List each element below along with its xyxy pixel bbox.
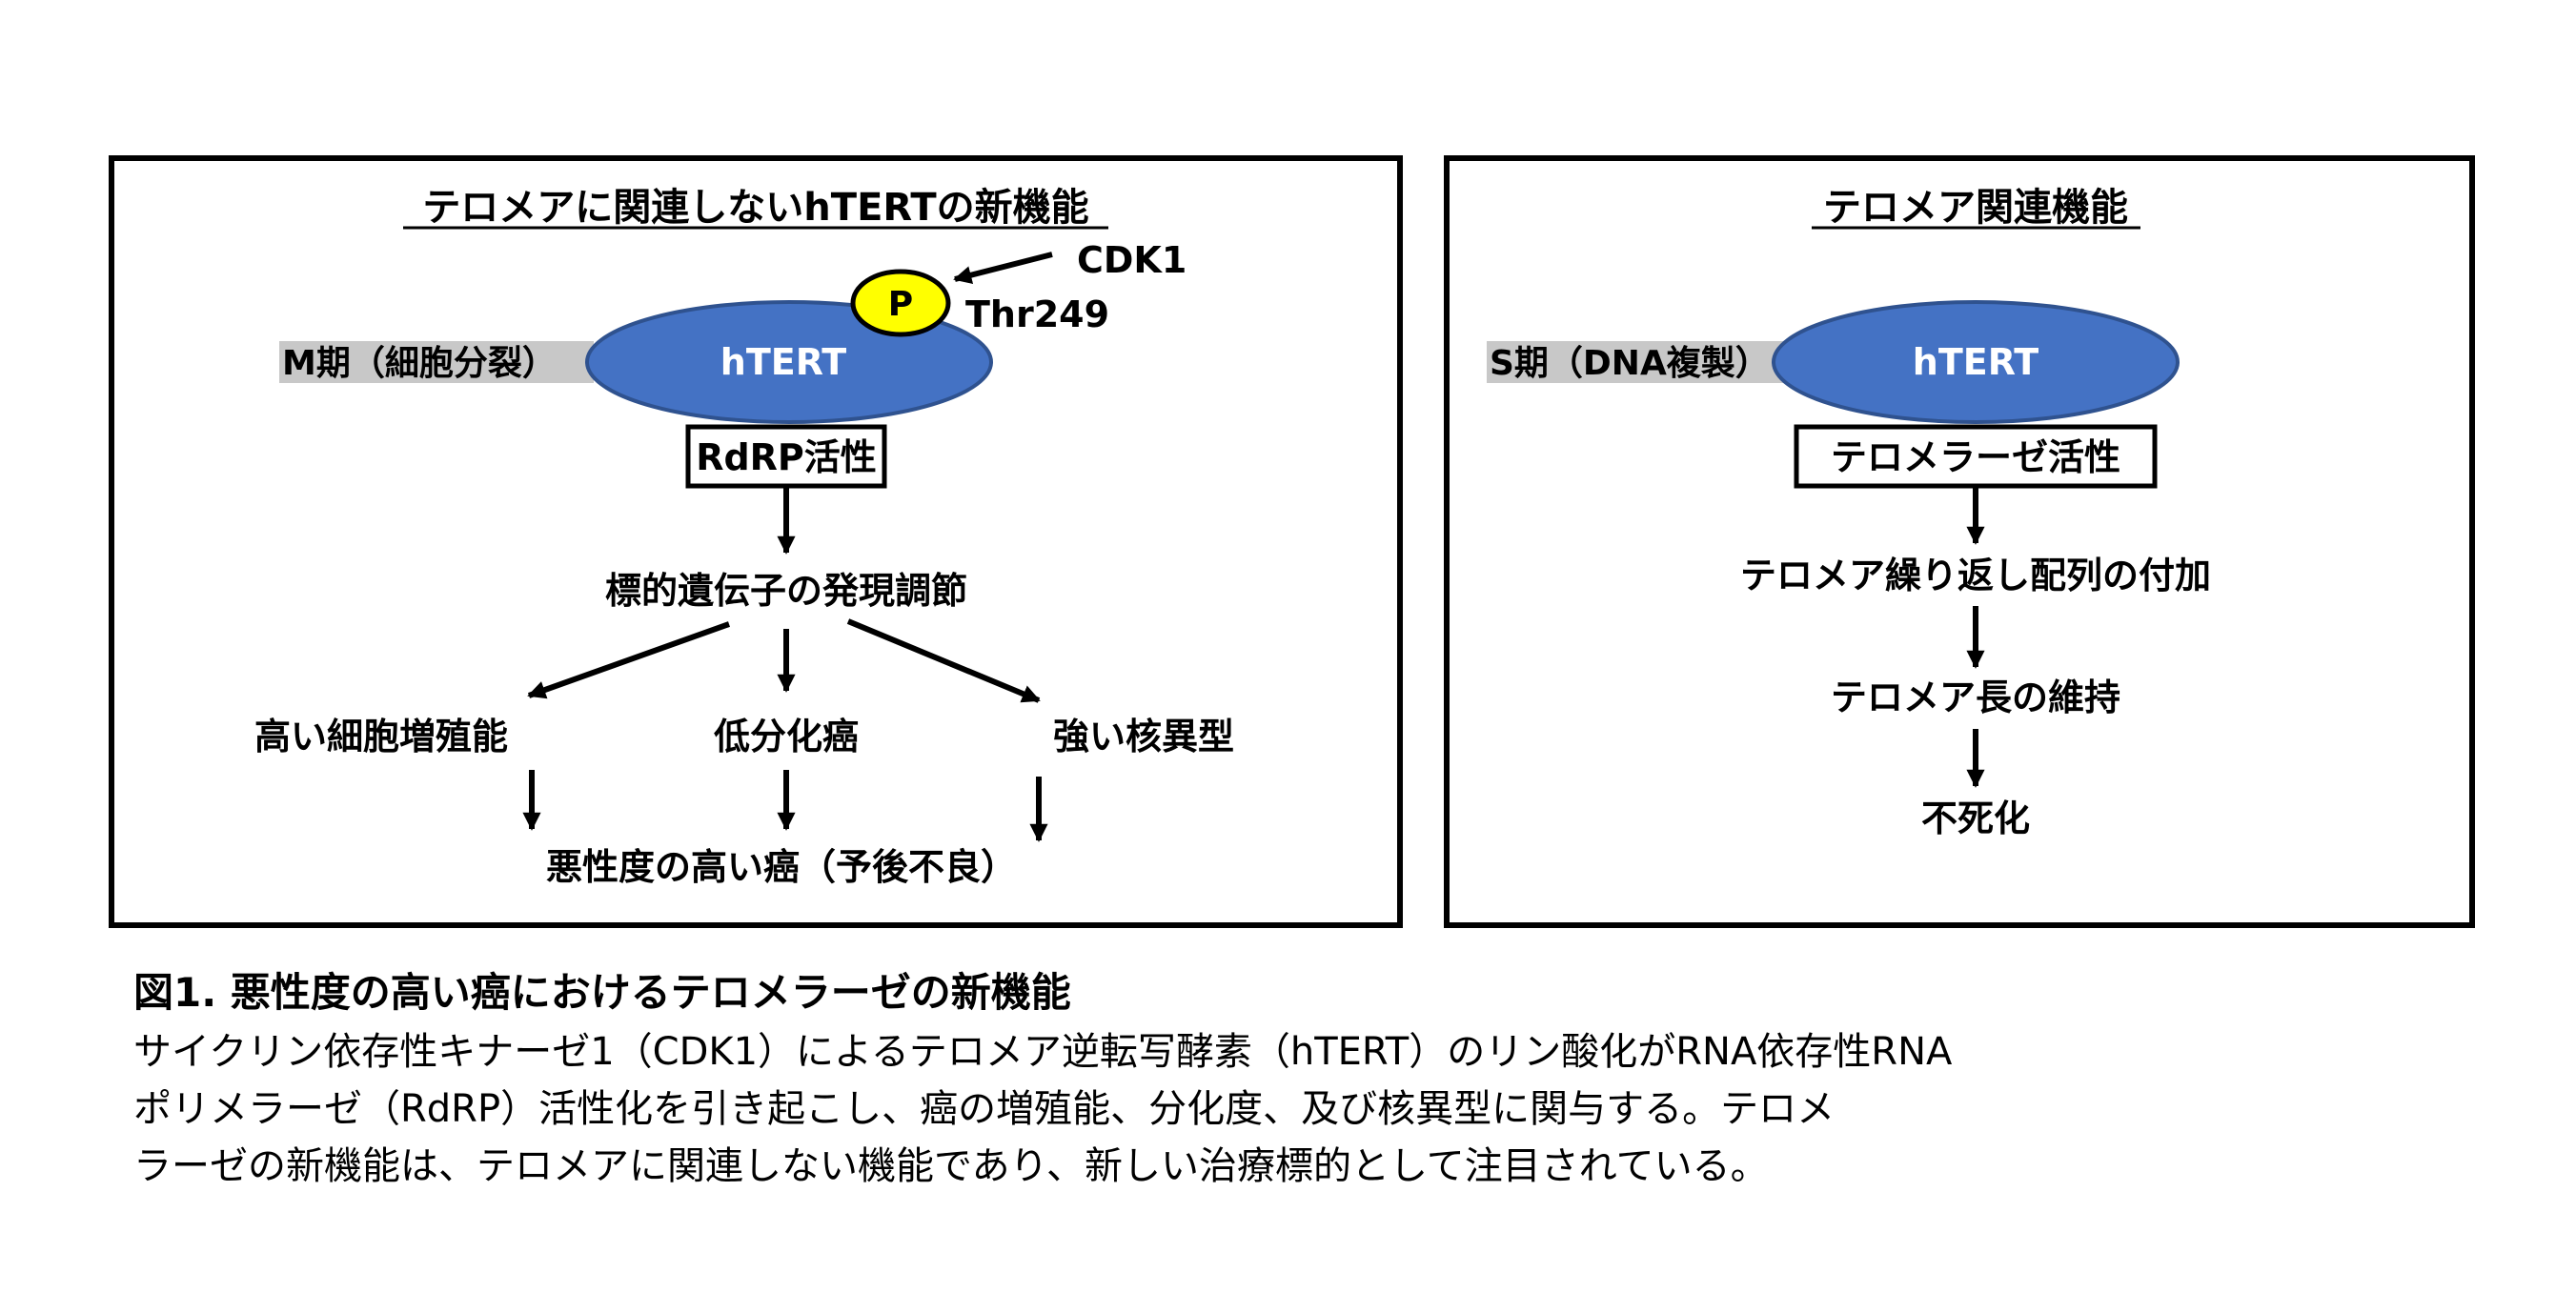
telomere-repeat-label: テロメア繰り返し配列の付加 — [1740, 555, 2211, 596]
arrow-to-outcome-left — [527, 621, 731, 699]
thr249-label: Thr249 — [965, 293, 1109, 335]
figure-caption: 図1. 悪性度の高い癌におけるテロメラーゼの新機能 サイクリン依存性キナーゼ1（… — [133, 962, 2478, 1195]
left-phase-label: M期（細胞分裂） — [282, 344, 557, 383]
arrow-to-outcome-right — [846, 618, 1041, 703]
left-panel: テロメアに関連しないhTERTの新機能 M期（細胞分裂） hTERT P CDK… — [109, 155, 1403, 928]
immortalization-label: 不死化 — [1921, 798, 2030, 839]
telomere-length-label: テロメア長の維持 — [1831, 677, 2120, 718]
malignancy-result: 悪性度の高い癌（予後不良） — [546, 846, 1017, 888]
caption-line-3: ラーゼの新機能は、テロメアに関連しない機能であり、新しい治療標的として注目されて… — [133, 1144, 1769, 1188]
left-panel-frame — [109, 155, 1403, 928]
cdk1-label: CDK1 — [1077, 239, 1187, 281]
outcome-differentiation: 低分化癌 — [714, 716, 859, 758]
right-phase-label: S期（DNA複製） — [1490, 344, 1770, 383]
caption-line-1: サイクリン依存性キナーゼ1（CDK1）によるテロメア逆転写酵素（hTERT）のリ… — [133, 1030, 1953, 1074]
right-panel-title: テロメア関連機能 — [1823, 186, 2128, 230]
left-phase-band — [279, 341, 594, 383]
left-panel-title: テロメアに関連しないhTERTの新機能 — [422, 186, 1088, 230]
caption-line-2: ポリメラーゼ（RdRP）活性化を引き起こし、癌の増殖能、分化度、及び核異型に関与… — [133, 1087, 1836, 1131]
phospho-label: P — [888, 285, 913, 324]
right-panel: テロメア関連機能 S期（DNA複製） hTERT テロメラーゼ活性 テロメア繰り… — [1444, 155, 2475, 928]
phospho-circle — [850, 269, 951, 337]
left-htert-label: hTERT — [720, 341, 846, 383]
caption-body: サイクリン依存性キナーゼ1（CDK1）によるテロメア逆転写酵素（hTERT）のリ… — [133, 1023, 2478, 1195]
right-panel-frame — [1444, 155, 2475, 928]
cdk1-arrow — [953, 252, 1053, 285]
target-gene-label: 標的遺伝子の発現調節 — [605, 570, 967, 612]
caption-title: 図1. 悪性度の高い癌におけるテロメラーゼの新機能 — [133, 969, 1071, 1016]
outcome-proliferation: 高い細胞増殖能 — [254, 716, 508, 758]
telomerase-label: テロメラーゼ活性 — [1831, 436, 2120, 478]
right-phase-band — [1487, 341, 1825, 383]
telomerase-box — [1794, 424, 2158, 489]
rdrp-box — [685, 424, 887, 489]
right-htert-label: hTERT — [1913, 341, 2038, 383]
rdrp-label: RdRP活性 — [696, 436, 877, 478]
outcome-atypia: 強い核異型 — [1053, 716, 1234, 758]
right-htert-ellipse — [1772, 300, 2180, 424]
